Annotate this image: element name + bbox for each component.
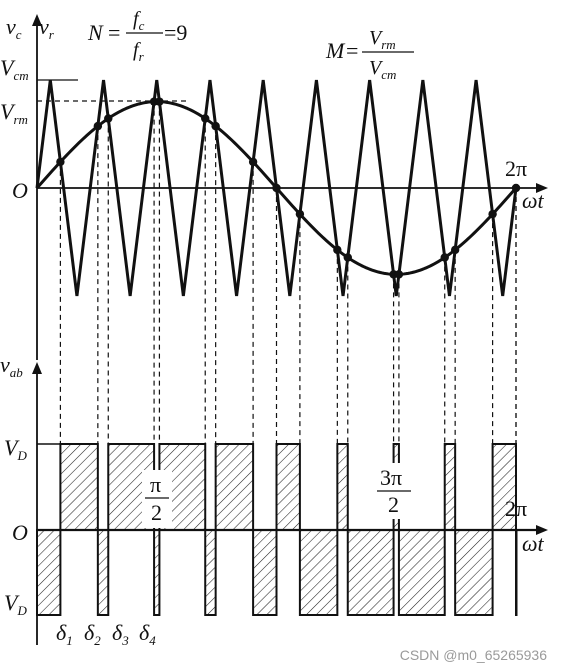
intersection-point (333, 245, 342, 255)
bottom-labels: vab VD VD O 2π ωt π 2 3π 2 δ1 δ2 δ3 δ4 (0, 352, 545, 648)
negative-pulse (397, 529, 446, 616)
formula-n: N = fc fr =9 (87, 8, 187, 64)
intersection-point (56, 157, 65, 167)
label-vcm: Vcm (0, 55, 29, 83)
two-pi-label-bottom: 2π (505, 496, 527, 521)
intersection-point (93, 121, 103, 131)
origin-label-top: O (12, 178, 28, 203)
svg-text:M: M (325, 38, 346, 63)
axis-label-vr: vr (39, 14, 55, 42)
top-vertical-axis-arrow-icon (32, 14, 42, 26)
pi-half-label: π 2 (142, 470, 172, 528)
intersection-point (211, 121, 220, 131)
intersection-point (511, 183, 521, 193)
label-vrm: Vrm (0, 99, 28, 127)
positive-pulse (214, 443, 255, 531)
delta-labels: δ1 δ2 δ3 δ4 (56, 620, 156, 648)
negative-pulse (298, 529, 339, 616)
intersection-point (394, 270, 404, 279)
svg-text:N: N (87, 20, 104, 45)
svg-text:3π: 3π (380, 465, 402, 490)
negative-pulse (252, 529, 278, 616)
delta-3: δ3 (112, 620, 129, 648)
bottom-vertical-axis-arrow-icon (32, 362, 42, 374)
intersection-point (440, 253, 449, 262)
negative-pulse (96, 529, 110, 616)
delta-2: δ2 (84, 620, 101, 648)
svg-text:fc: fc (133, 8, 145, 33)
svg-text:=: = (346, 38, 358, 63)
negative-pulse (346, 529, 395, 616)
top-time-axis-arrow-icon (536, 183, 548, 193)
two-pi-label-top: 2π (505, 156, 527, 181)
axis-label-vc: vc (6, 14, 22, 42)
bottom-plot (32, 362, 548, 645)
omega-t-label-bottom: ωt (522, 531, 545, 556)
intersection-point (295, 209, 305, 219)
switching-drop-lines (59, 101, 517, 615)
three-pi-half-label: 3π 2 (374, 463, 414, 519)
intersection-point (248, 157, 258, 167)
axis-label-vab: vab (0, 352, 23, 380)
positive-pulse (336, 443, 349, 531)
negative-pulse (454, 529, 494, 616)
intersection-point (488, 209, 497, 219)
negative-pulse (515, 529, 518, 616)
delta-4: δ4 (139, 620, 156, 648)
negative-pulse (204, 529, 217, 616)
intersection-point (155, 97, 164, 106)
svg-text:=9: =9 (164, 20, 187, 45)
negative-pulse (36, 529, 62, 616)
top-labels: vc vr Vcm Vrm O 2π ωt N = fc fr =9 M = V… (0, 8, 545, 213)
positive-pulse (59, 443, 99, 531)
svg-text:Vcm: Vcm (369, 57, 396, 82)
intersection-point (272, 183, 281, 193)
svg-text:fr: fr (133, 39, 145, 64)
origin-label-bottom: O (12, 520, 28, 545)
intersection-point (343, 253, 352, 262)
svg-text:2: 2 (388, 492, 399, 517)
formula-m: M = Vrm Vcm (325, 27, 414, 82)
negative-pulse (153, 529, 161, 616)
svg-text:π: π (150, 472, 161, 497)
svg-text:=: = (108, 20, 120, 45)
intersection-point (104, 114, 113, 123)
intersection-points (56, 97, 521, 279)
bottom-time-axis-arrow-icon (536, 525, 548, 535)
label-vd-positive: VD (4, 435, 27, 463)
svg-text:2: 2 (151, 500, 162, 525)
delta-1: δ1 (56, 620, 73, 648)
intersection-point (450, 245, 460, 255)
positive-pulse (443, 443, 457, 531)
intersection-point (201, 114, 210, 123)
omega-t-label-top: ωt (522, 188, 545, 213)
svg-text:Vrm: Vrm (369, 27, 396, 52)
label-vd-negative: VD (4, 590, 27, 618)
positive-pulse (275, 443, 301, 531)
watermark: CSDN @m0_65265936 (399, 647, 547, 663)
